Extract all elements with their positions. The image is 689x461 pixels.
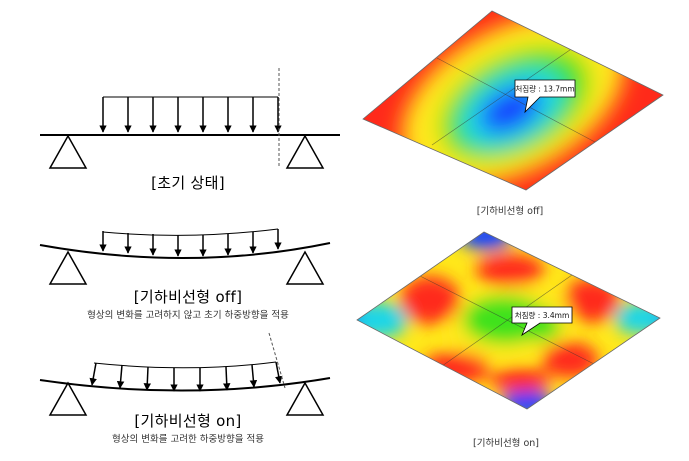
callout-off: 처짐량 : 13.7mm xyxy=(514,79,576,114)
load-arrow xyxy=(143,366,152,391)
title-initial: [초기 상태] xyxy=(151,174,225,192)
dashed-reference-line xyxy=(268,332,286,389)
support-left xyxy=(48,134,88,169)
contour-off-outline xyxy=(362,10,664,191)
caption-nonlinear-off: 형상의 변화를 고려하지 않고 초기 하중방향을 적용 xyxy=(87,309,289,321)
contour-plot-off: 처짐량 : 13.7mm [기하비선형 off] xyxy=(362,10,664,217)
beam-on-group: [기하비선형 on] 형상의 변화를 고려한 하중방향을 적용 xyxy=(39,332,331,445)
title-nonlinear-on: [기하비선형 on] xyxy=(134,412,241,430)
support-right xyxy=(285,250,325,285)
support-left xyxy=(48,250,88,285)
title-nonlinear-off: [기하비선형 off] xyxy=(134,288,243,306)
support-right xyxy=(285,381,325,416)
support-left xyxy=(48,381,88,416)
load-arrow xyxy=(249,364,258,388)
label-contour-on: [기하비선형 on] xyxy=(473,437,539,449)
load-topline-on xyxy=(93,361,277,369)
beam-deflected-off xyxy=(39,242,331,259)
load-arrow xyxy=(116,364,125,389)
callout-off-text: 처짐량 : 13.7mm xyxy=(515,84,574,94)
contour-on-outline xyxy=(356,231,661,410)
support-right xyxy=(285,134,325,169)
caption-nonlinear-on: 형상의 변화를 고려한 하중방향을 적용 xyxy=(112,433,264,445)
contour-plot-on: 처짐량 : 3.4mm [기하비선형 on] xyxy=(356,231,661,449)
load-arrow xyxy=(89,362,97,386)
label-contour-off: [기하비선형 off] xyxy=(477,205,544,217)
load-arrow xyxy=(222,366,231,391)
load-arrow xyxy=(275,361,283,384)
callout-on: 처짐량 : 3.4mm xyxy=(511,306,573,337)
load-arrows-on xyxy=(89,361,283,392)
load-arrows-off xyxy=(99,229,282,257)
beam-deflected-on xyxy=(39,377,331,392)
load-topline-off xyxy=(102,228,279,236)
beam-off-group: [기하비선형 off] 형상의 변화를 고려하지 않고 초기 하중방향을 적용 xyxy=(39,228,331,321)
callout-on-text: 처짐량 : 3.4mm xyxy=(515,310,570,320)
beam-initial-group: [초기 상태] xyxy=(40,68,340,192)
load-arrows-initial xyxy=(99,97,282,133)
